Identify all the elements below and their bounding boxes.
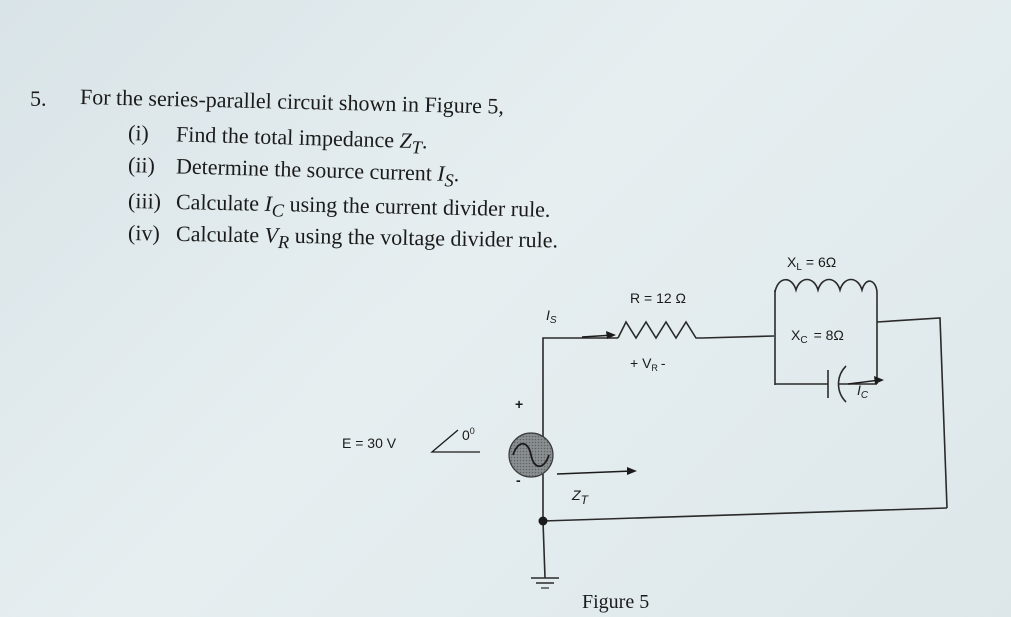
source-minus-label: - [516, 472, 521, 488]
wire-resistor-to-parallel [701, 335, 775, 339]
zt-arrowhead-icon [627, 467, 637, 475]
ac-wave-icon [512, 442, 550, 468]
question-number: 5. [30, 86, 47, 111]
vr-label: + VR- [630, 355, 666, 373]
ic-label: IC [857, 382, 869, 401]
ic-arrowhead-icon [874, 376, 884, 384]
figure-caption: Figure 5 [582, 591, 649, 613]
zt-label: ZT [571, 487, 590, 507]
angle-icon [430, 429, 480, 453]
r-label: R = 12 Ω [630, 290, 686, 306]
wire-right-out [876, 317, 948, 509]
xc-label: XC= 8Ω [791, 327, 844, 346]
is-arrowhead-icon [606, 331, 616, 339]
wire-top-left [542, 337, 618, 438]
wire-bottom [542, 507, 948, 522]
ground-node-dot [538, 516, 548, 526]
source-plus-label: + [515, 396, 523, 412]
zt-arrow [556, 470, 633, 475]
inductor [774, 278, 878, 293]
xl-label: XL= 6Ω [787, 254, 836, 273]
resistor [617, 320, 702, 340]
source-angle-label: 00 [462, 426, 475, 443]
wire-ground [542, 520, 546, 579]
source-voltage-label: E = 30 V [342, 435, 397, 451]
is-label: IS [546, 307, 557, 326]
